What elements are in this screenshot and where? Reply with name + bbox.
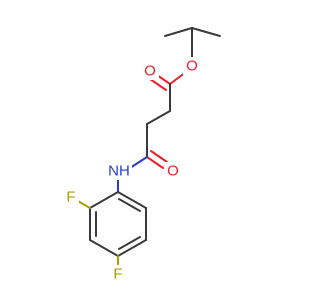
- atom-fluorine-ortho: F: [66, 189, 75, 206]
- bond-ester-double-2: [149, 78, 167, 91]
- atom-amide-nitrogen: NH: [108, 163, 130, 180]
- bond-chain-2: [146, 110, 171, 125]
- bond-ch3-left: [164, 27, 193, 37]
- ring-bond-4: [89, 239, 119, 257]
- bond-amide-double-1: [146, 156, 164, 169]
- bond-amide-double-2: [150, 150, 168, 163]
- atom-ester-oxygen-single: O: [186, 58, 198, 75]
- atom-fluorine-para: F: [113, 266, 122, 283]
- bond-c-n: [129, 156, 148, 169]
- ring-double-1: [118, 198, 141, 212]
- ring-bond-6: [89, 191, 119, 209]
- atom-ester-oxygen-double: O: [144, 63, 156, 80]
- structure-diagram: O O O NH F F: [66, 27, 221, 283]
- atom-amide-oxygen: O: [167, 163, 179, 180]
- ring-double-2: [118, 236, 141, 250]
- bond-ch3-right: [191, 27, 221, 37]
- ring-bond-3: [117, 239, 147, 257]
- ring-bond-1: [117, 191, 147, 209]
